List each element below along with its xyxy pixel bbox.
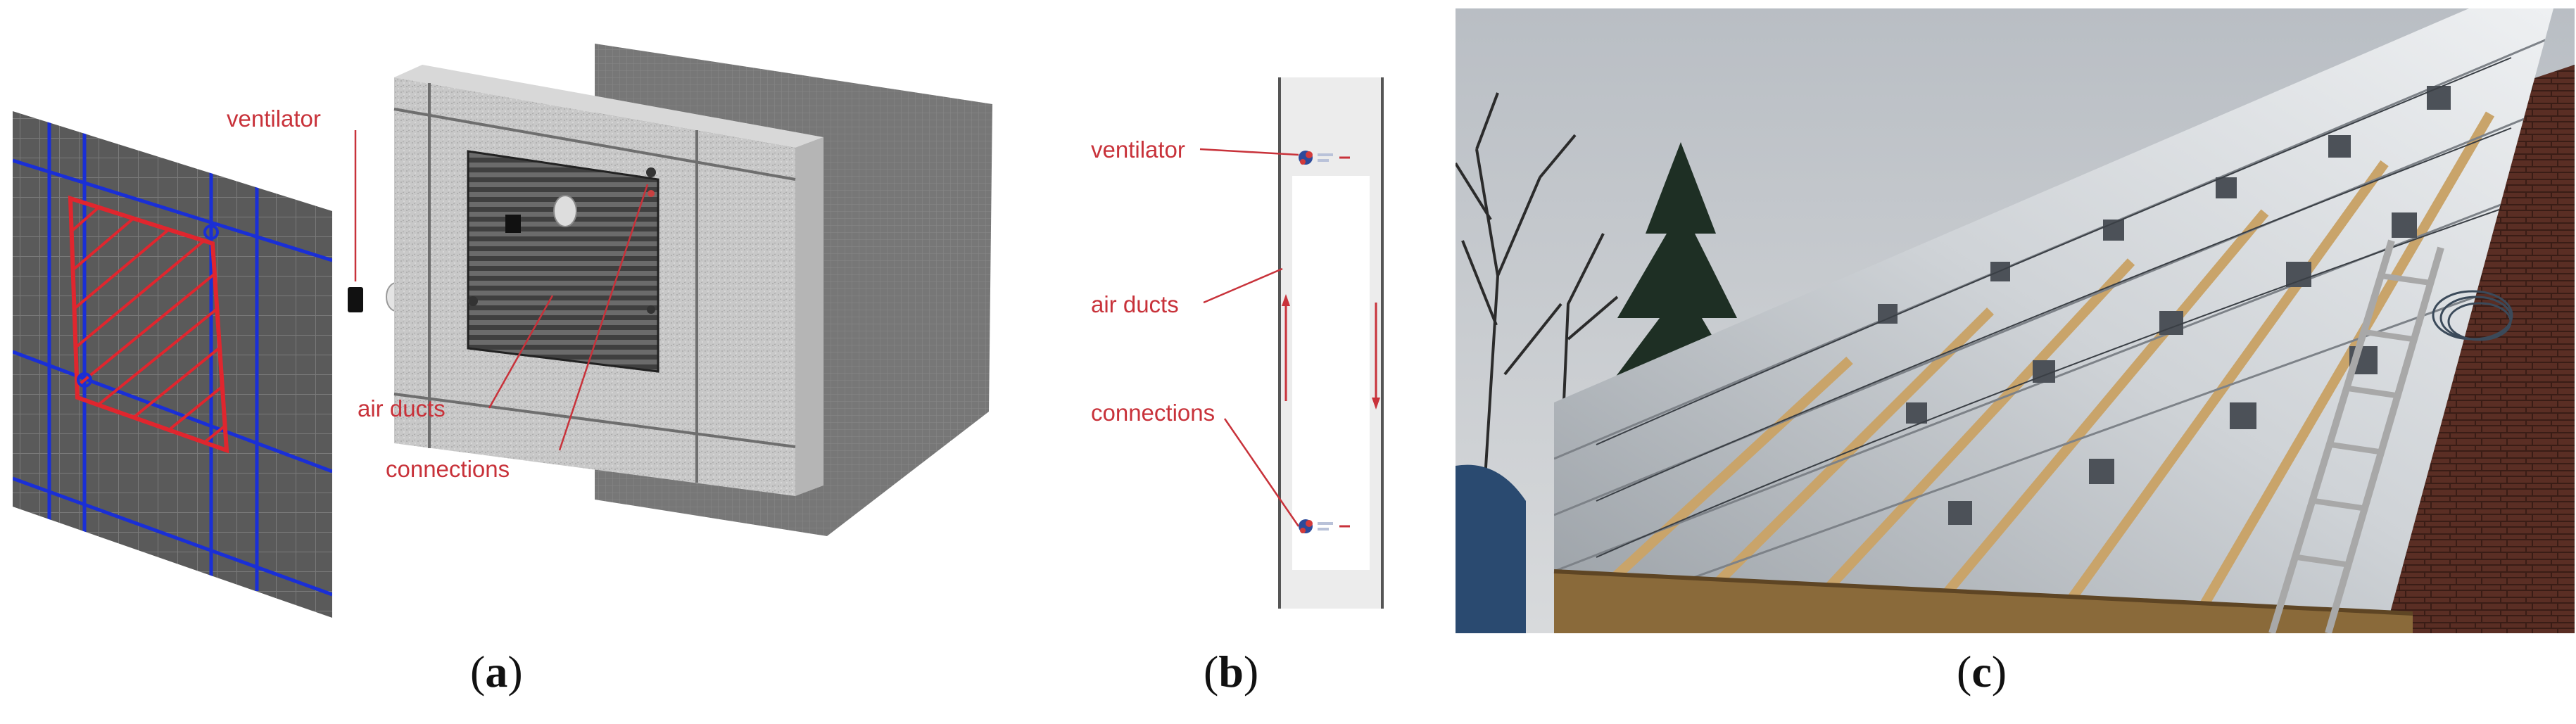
- label-air-ducts-b: air ducts: [1091, 291, 1179, 317]
- wall-section-diagram: [1199, 77, 1384, 609]
- blue-tarp: [1456, 464, 1526, 633]
- exploded-wall-illustration: [13, 44, 992, 618]
- caption-c: (c): [1957, 647, 2007, 697]
- label-connections-a: connections: [386, 456, 510, 482]
- airflow-arrow-down: [1372, 303, 1380, 409]
- label-connections-b: connections: [1091, 400, 1216, 426]
- ventilator-icon-bottom: [1299, 519, 1350, 533]
- label-ventilator-a: ventilator: [227, 106, 321, 132]
- roof-insulation-panels: [1553, 8, 2553, 633]
- label-air-ducts-a: air ducts: [358, 395, 446, 421]
- ladder: [2268, 239, 2444, 633]
- front-heating-panel: [13, 111, 332, 618]
- leader-airducts-b: [1203, 267, 1283, 304]
- airflow-arrow-up: [1282, 294, 1290, 401]
- caption-b: (b): [1204, 647, 1259, 697]
- roof-photo: [1456, 8, 2575, 633]
- leader-connections-b: [1223, 418, 1300, 527]
- cable-coil: [2432, 290, 2513, 341]
- label-ventilator-b: ventilator: [1091, 136, 1185, 163]
- heating-area-hatch: [68, 195, 229, 454]
- air-duct-grille: [467, 150, 659, 373]
- panel-a-exploded-view: ventilator air ducts connections: [0, 0, 1014, 633]
- leader-ventilator-b: [1199, 148, 1299, 156]
- ventilator-icon-top: [1299, 151, 1350, 165]
- concrete-wall-panel: [393, 65, 823, 496]
- leader-airducts-a: [488, 295, 554, 409]
- panel-c-roof-installation-photo: [1456, 8, 2575, 633]
- panel-b-section-diagram: ventilator air ducts connections: [1056, 70, 1422, 619]
- leader-connections-a: [558, 184, 649, 451]
- caption-a: (a): [470, 647, 523, 697]
